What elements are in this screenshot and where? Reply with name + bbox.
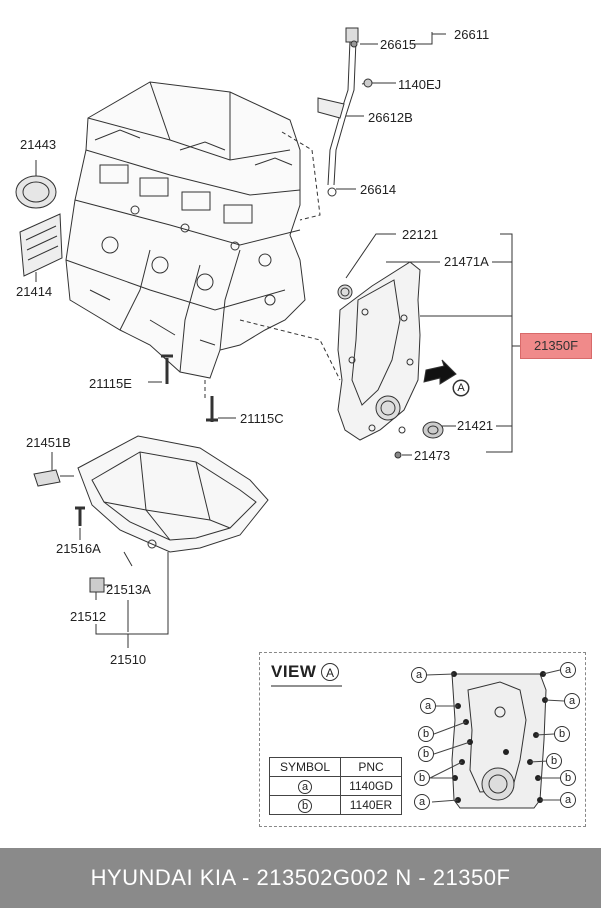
oil-level-gauge-drawing bbox=[317, 27, 446, 197]
label-21414: 21414 bbox=[16, 284, 53, 299]
diagram-drawing bbox=[15, 27, 565, 809]
view-title-circle: A bbox=[321, 663, 339, 681]
view-title: VIEW bbox=[271, 662, 317, 681]
timing-cover-drawing bbox=[337, 261, 444, 459]
arrow-a-circle: A bbox=[453, 380, 469, 396]
pnc-header: PNC bbox=[340, 757, 402, 777]
view-marker: b bbox=[418, 726, 434, 742]
oil-pan-drawing bbox=[77, 435, 269, 553]
view-marker: b bbox=[418, 746, 434, 762]
view-marker: a bbox=[420, 698, 436, 714]
label-21115e: 21115E bbox=[89, 376, 132, 391]
retainer-drawing bbox=[19, 213, 63, 277]
label-21451b: 21451B bbox=[26, 435, 71, 450]
label-21421: 21421 bbox=[457, 418, 494, 433]
view-marker: b bbox=[554, 726, 570, 742]
label-21443: 21443 bbox=[20, 137, 57, 152]
label-21516a: 21516A bbox=[56, 541, 101, 556]
label-26615: 26615 bbox=[380, 37, 417, 52]
view-a-cover-outline bbox=[451, 673, 547, 809]
label-21510: 21510 bbox=[110, 652, 147, 667]
symbol-a: a bbox=[298, 779, 312, 794]
pnc-value: 1140ER bbox=[340, 795, 402, 815]
label-21471a: 21471A bbox=[444, 254, 489, 269]
view-a-panel bbox=[259, 652, 586, 827]
label-21513a: 21513A bbox=[106, 582, 151, 597]
view-marker: b bbox=[414, 770, 430, 786]
table-row: a 1140GD bbox=[269, 776, 402, 796]
view-marker: a bbox=[564, 693, 580, 709]
label-21473: 21473 bbox=[414, 448, 451, 463]
view-a-leaders bbox=[425, 669, 565, 803]
view-marker: b bbox=[546, 753, 562, 769]
view-marker: a bbox=[560, 662, 576, 678]
symbol-table: SYMBOL PNC a 1140GD b 1140ER bbox=[269, 757, 402, 815]
view-marker: a bbox=[414, 794, 430, 810]
symbol-header: SYMBOL bbox=[269, 757, 341, 777]
view-arrow bbox=[423, 359, 457, 385]
pnc-value: 1140GD bbox=[340, 776, 402, 796]
view-marker: a bbox=[411, 667, 427, 683]
label-26612b: 26612B bbox=[368, 110, 413, 125]
engine-block-drawing bbox=[65, 81, 306, 379]
view-marker: a bbox=[560, 792, 576, 808]
label-22121: 22121 bbox=[402, 227, 439, 242]
rear-seal-drawing bbox=[15, 175, 57, 209]
table-row: b 1140ER bbox=[269, 795, 402, 815]
symbol-b: b bbox=[298, 798, 312, 813]
footer-text: HYUNDAI KIA - 213502G002 N - 21350F bbox=[90, 865, 511, 890]
label-21115c: 21115C bbox=[240, 411, 284, 426]
view-marker: b bbox=[560, 770, 576, 786]
label-26611: 26611 bbox=[454, 27, 490, 42]
footer-bar: HYUNDAI KIA - 213502G002 N - 21350F bbox=[0, 848, 601, 908]
label-21512: 21512 bbox=[70, 609, 107, 624]
label-1140ej: 1140EJ bbox=[398, 77, 442, 92]
label-21350f-highlighted: 21350F bbox=[520, 333, 592, 359]
label-26614: 26614 bbox=[360, 182, 397, 197]
parts-diagram bbox=[15, 27, 565, 809]
